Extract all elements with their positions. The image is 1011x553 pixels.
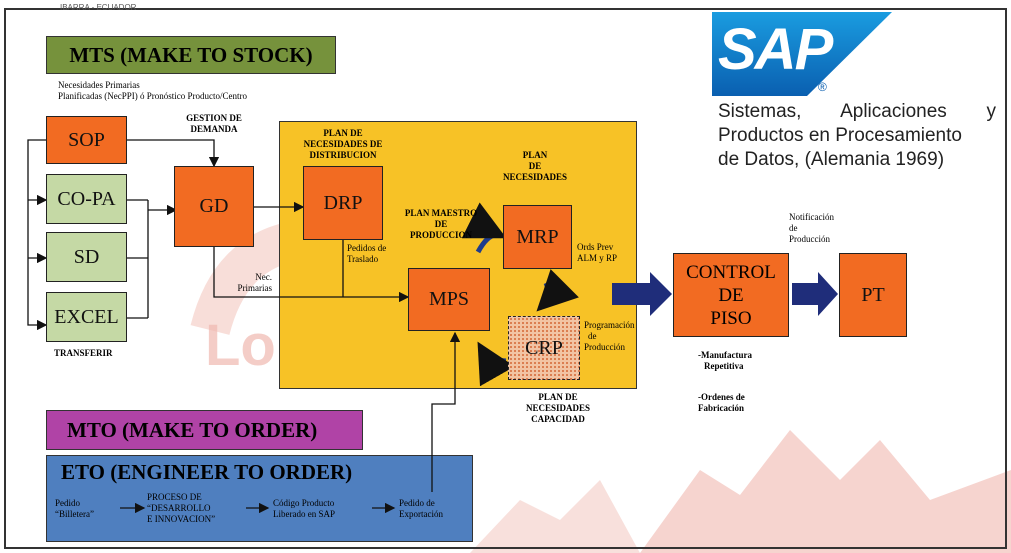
nec-line1: Nec.	[255, 272, 272, 282]
control-line2: DE	[718, 284, 744, 306]
sap-logo-shape	[712, 12, 892, 96]
plan-nec-line1: PLAN	[522, 150, 548, 160]
sap-line1: Sistemas, Aplicaciones y	[718, 101, 996, 122]
manuf-line1: -Manufactura	[698, 350, 752, 360]
mts-description: Necesidades Primarias Planificadas (NecP…	[58, 80, 358, 102]
sop-box: SOP	[46, 116, 127, 164]
notif-line2: de	[789, 223, 798, 233]
eto-step1-line2: “Billetera”	[55, 509, 94, 519]
ords-line2: ALM y RP	[577, 253, 618, 263]
control-line1: CONTROL	[686, 261, 776, 283]
plan-maestro-line1: PLAN MAESTRO	[404, 208, 478, 218]
mts-line1: Necesidades Primarias	[58, 80, 140, 90]
eto-step3-line1: Código Producto	[273, 498, 335, 508]
header-note: IBARRA - ECUADOR	[60, 3, 137, 12]
transferir-label: TRANSFERIR	[54, 348, 113, 358]
plan-cap-line1: PLAN DE	[538, 392, 578, 402]
crp-box: CRP	[508, 316, 580, 380]
ordenes-line1: -Ordenes de	[698, 392, 745, 402]
sap-logo: SAP ®	[712, 12, 892, 96]
plan-dist-line3: DISTRIBUCION	[309, 150, 377, 160]
pedidos-traslado-label: Pedidos de Traslado	[347, 243, 386, 265]
sap-registered: ®	[818, 80, 827, 94]
plan-maestro-line3: PRODUCCION	[410, 230, 472, 240]
slide-frame	[4, 8, 1007, 549]
eto-step4-line2: Exportación	[399, 509, 443, 519]
mps-box: MPS	[408, 268, 490, 331]
eto-step2-line2: “DESARROLLO	[147, 503, 211, 513]
eto-step4-line1: Pedido de	[399, 498, 435, 508]
notif-line1: Notificación	[789, 212, 834, 222]
gestion-line1: GESTION DE	[186, 113, 242, 123]
sap-line2: Productos en Procesamiento	[718, 125, 962, 146]
plan-dist-line1: PLAN DE	[323, 128, 363, 138]
plan-maestro-line2: DE	[434, 219, 448, 229]
eto-title: ETO (ENGINEER TO ORDER)	[61, 460, 353, 484]
drp-box: DRP	[303, 166, 383, 240]
plan-necesidades-label: PLAN DE NECESIDADES	[490, 150, 580, 183]
prog-line1: Programación	[584, 320, 635, 330]
sap-logo-text: SAP	[718, 17, 833, 82]
eto-step2: PROCESO DE “DESARROLLO E INNOVACION”	[147, 492, 215, 525]
nec-primarias-label: Nec. Primarias	[220, 272, 273, 294]
pedidos-line2: Traslado	[347, 254, 379, 264]
prog-line2: de	[588, 331, 597, 341]
programacion-label: Programación de Producción	[584, 320, 634, 353]
ordenes-label: -Ordenes de Fabricación	[698, 392, 745, 414]
mto-title: MTO (MAKE TO ORDER)	[67, 417, 318, 442]
manuf-line2: Repetitiva	[704, 361, 744, 371]
manufactura-label: -Manufactura Repetitiva	[698, 350, 752, 372]
plan-nec-line2: DE	[528, 161, 542, 171]
eto-step2-line1: PROCESO DE	[147, 492, 202, 502]
plan-cap-line2: NECESIDADES	[525, 403, 591, 413]
gestion-demanda-label: GESTION DE DEMANDA	[176, 113, 252, 135]
nec-line2: Primarias	[237, 283, 273, 293]
plan-dist-line2: NECESIDADES DE	[303, 139, 383, 149]
prog-line3: Producción	[584, 342, 625, 352]
ordenes-line2: Fabricación	[698, 403, 744, 413]
sd-box: SD	[46, 232, 127, 282]
plan-maestro-label: PLAN MAESTRO DE PRODUCCION	[392, 208, 490, 241]
eto-step4: Pedido de Exportación	[399, 498, 443, 520]
mts-title: MTS (MAKE TO STOCK)	[69, 42, 313, 67]
eto-step2-line3: E INNOVACION”	[147, 514, 216, 524]
plan-cap-line3: CAPACIDAD	[531, 414, 585, 424]
control-line3: PISO	[710, 307, 752, 329]
sap-line3: de Datos, (Alemania 1969)	[718, 149, 945, 170]
gestion-line2: DEMANDA	[190, 124, 238, 134]
mts-line2: Planificadas (NecPPI) ó Pronóstico Produ…	[58, 91, 247, 101]
plan-distribucion-label: PLAN DE NECESIDADES DE DISTRIBUCION	[300, 128, 386, 161]
excel-box: EXCEL	[46, 292, 127, 342]
eto-step3-line2: Liberado en SAP	[273, 509, 335, 519]
mts-band: MTS (MAKE TO STOCK)	[46, 36, 336, 74]
svg-text:Lo: Lo	[205, 313, 276, 378]
mrp-box: MRP	[503, 205, 572, 269]
ords-prev-label: Ords Prev ALM y RP	[577, 242, 617, 264]
notif-line3: Producción	[789, 234, 830, 244]
gd-box: GD	[174, 166, 254, 247]
eto-band: ETO (ENGINEER TO ORDER) Pedido “Billeter…	[46, 455, 473, 542]
eto-step1-line1: Pedido	[55, 498, 81, 508]
control-piso-box: CONTROL DE PISO	[673, 253, 789, 337]
mto-band: MTO (MAKE TO ORDER)	[46, 410, 363, 450]
pedidos-line1: Pedidos de	[347, 243, 387, 253]
copa-box: CO-PA	[46, 174, 127, 224]
pt-box: PT	[839, 253, 907, 337]
plan-nec-line3: NECESIDADES	[502, 172, 568, 182]
notificacion-label: Notificación de Producción	[789, 212, 834, 245]
ords-line1: Ords Prev	[577, 242, 614, 252]
eto-step1: Pedido “Billetera”	[55, 498, 94, 520]
plan-capacidad-label: PLAN DE NECESIDADES CAPACIDAD	[510, 392, 606, 425]
eto-step3: Código Producto Liberado en SAP	[273, 498, 335, 520]
sap-description: Sistemas, Aplicaciones y Productos en Pr…	[718, 100, 996, 172]
